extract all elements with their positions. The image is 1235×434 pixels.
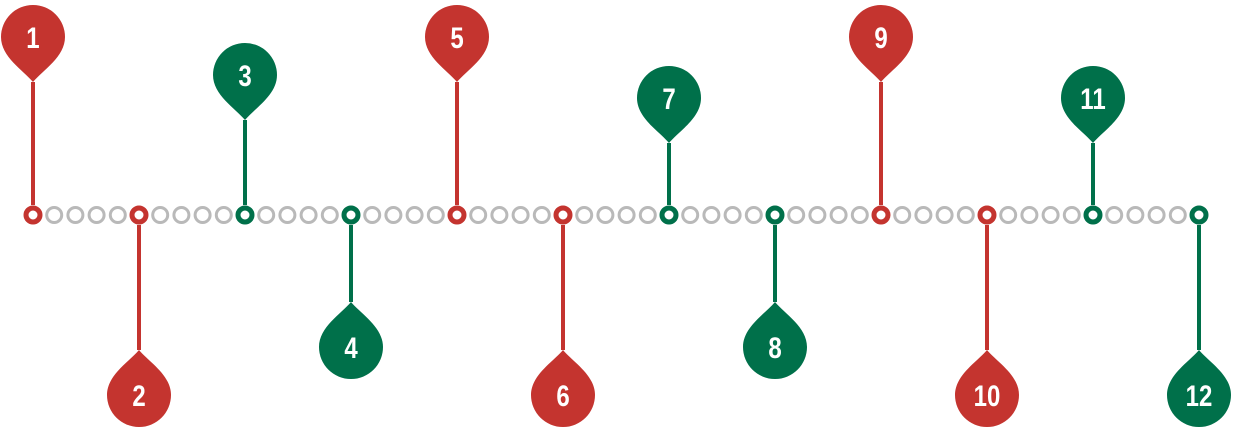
timeline-dot bbox=[532, 206, 551, 224]
milestone-number: 9 bbox=[874, 20, 887, 54]
milestone-node bbox=[765, 205, 785, 225]
milestone-number: 7 bbox=[662, 81, 675, 115]
timeline-dot bbox=[511, 206, 530, 224]
timeline-dot bbox=[87, 206, 106, 224]
milestone-9: 9 bbox=[849, 5, 913, 225]
milestone-node bbox=[553, 205, 573, 225]
pin-marker-icon bbox=[425, 5, 489, 82]
milestone-number: 2 bbox=[132, 378, 145, 412]
pin-marker-icon bbox=[743, 302, 807, 379]
timeline-dot bbox=[214, 206, 233, 224]
timeline-dot bbox=[723, 206, 742, 224]
milestone-number: 10 bbox=[974, 378, 1001, 412]
timeline-dot bbox=[490, 206, 509, 224]
timeline-dot bbox=[596, 206, 615, 224]
milestone-4: 4 bbox=[319, 205, 383, 379]
milestone-number: 11 bbox=[1080, 81, 1105, 115]
timeline-dot bbox=[1041, 206, 1060, 224]
milestone-3: 3 bbox=[213, 43, 277, 225]
milestone-11: 11 bbox=[1061, 66, 1125, 225]
milestone-1: 1 bbox=[1, 5, 65, 225]
pin-marker-icon bbox=[637, 66, 701, 143]
milestone-12: 12 bbox=[1167, 205, 1231, 427]
timeline-dot bbox=[850, 206, 869, 224]
timeline-dot bbox=[575, 206, 594, 224]
timeline-dot bbox=[384, 206, 403, 224]
milestone-5: 5 bbox=[425, 5, 489, 225]
milestone-7: 7 bbox=[637, 66, 701, 225]
timeline-dot bbox=[1062, 206, 1081, 224]
milestone-number: 4 bbox=[344, 330, 357, 364]
timeline-dot bbox=[172, 206, 191, 224]
timeline-dot bbox=[320, 206, 339, 224]
timeline-dot bbox=[299, 206, 318, 224]
milestone-node bbox=[23, 205, 43, 225]
timeline-dot bbox=[1126, 206, 1145, 224]
pin-marker-icon bbox=[213, 43, 277, 120]
timeline-dot bbox=[744, 206, 763, 224]
pin-marker-icon bbox=[1167, 350, 1231, 427]
timeline-dot bbox=[108, 206, 127, 224]
timeline-dot bbox=[1147, 206, 1166, 224]
milestone-number: 1 bbox=[26, 20, 39, 54]
timeline-dot bbox=[257, 206, 276, 224]
timeline-dot bbox=[278, 206, 297, 224]
milestone-number: 12 bbox=[1186, 378, 1213, 412]
timeline-dot bbox=[193, 206, 212, 224]
pin-marker-icon bbox=[319, 302, 383, 379]
timeline-dot bbox=[66, 206, 85, 224]
timeline-dot bbox=[808, 206, 827, 224]
milestone-8: 8 bbox=[743, 205, 807, 379]
milestone-node bbox=[977, 205, 997, 225]
milestone-node bbox=[447, 205, 467, 225]
timeline-dot bbox=[1168, 206, 1187, 224]
timeline-dot bbox=[426, 206, 445, 224]
milestone-node bbox=[659, 205, 679, 225]
milestone-node bbox=[1189, 205, 1209, 225]
timeline-dot bbox=[363, 206, 382, 224]
timeline-dot bbox=[151, 206, 170, 224]
milestone-number: 3 bbox=[238, 58, 251, 92]
timeline-dot bbox=[787, 206, 806, 224]
timeline-dot bbox=[999, 206, 1018, 224]
timeline-dot bbox=[469, 206, 488, 224]
milestone-node bbox=[871, 205, 891, 225]
milestone-node bbox=[1083, 205, 1103, 225]
pin-marker-icon bbox=[1, 5, 65, 82]
milestone-number: 6 bbox=[556, 378, 569, 412]
timeline-dot bbox=[702, 206, 721, 224]
timeline-dot bbox=[914, 206, 933, 224]
milestone-node bbox=[129, 205, 149, 225]
timeline-dot bbox=[681, 206, 700, 224]
pin-marker-icon bbox=[849, 5, 913, 82]
timeline-dot bbox=[829, 206, 848, 224]
timeline-dot bbox=[1020, 206, 1039, 224]
milestone-number: 8 bbox=[768, 330, 781, 364]
milestone-10: 10 bbox=[955, 205, 1019, 427]
timeline-dot bbox=[45, 206, 64, 224]
timeline-dot bbox=[893, 206, 912, 224]
milestone-6: 6 bbox=[531, 205, 595, 427]
pin-marker-icon bbox=[1061, 66, 1125, 143]
timeline-dot bbox=[956, 206, 975, 224]
pin-marker-icon bbox=[107, 350, 171, 427]
milestone-node bbox=[235, 205, 255, 225]
timeline-dot bbox=[617, 206, 636, 224]
timeline-dot bbox=[638, 206, 657, 224]
timeline-dot bbox=[405, 206, 424, 224]
milestone-node bbox=[341, 205, 361, 225]
timeline-dot bbox=[1105, 206, 1124, 224]
pin-marker-icon bbox=[531, 350, 595, 427]
pin-marker-icon bbox=[955, 350, 1019, 427]
milestone-number: 5 bbox=[450, 20, 463, 54]
timeline-dot bbox=[935, 206, 954, 224]
milestone-2: 2 bbox=[107, 205, 171, 427]
